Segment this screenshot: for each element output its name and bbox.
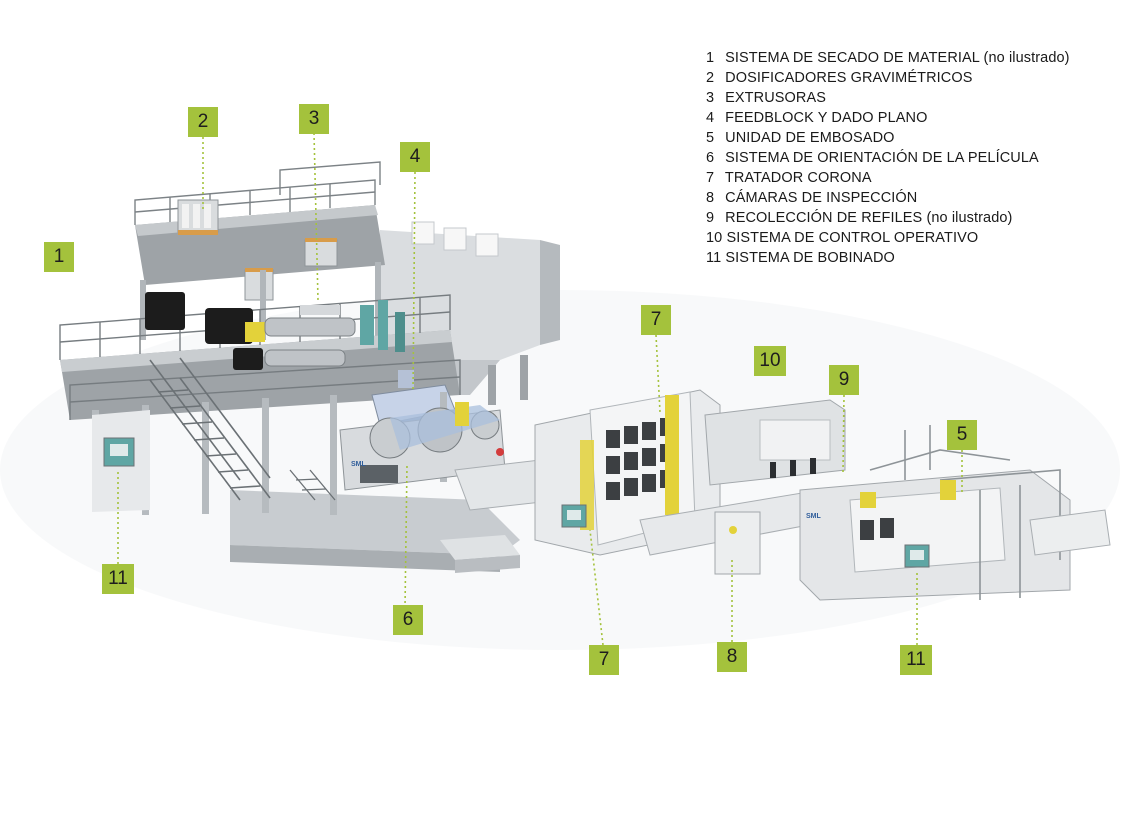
legend-number: 7 xyxy=(706,170,715,186)
legend-item: 10 SISTEMA DE CONTROL OPERATIVO xyxy=(706,228,1070,248)
legend-item: 11 SISTEMA DE BOBINADO xyxy=(706,248,1070,268)
callout-11-left: 11 xyxy=(102,564,134,594)
callout-7-top: 7 xyxy=(641,305,671,335)
callout-7-bottom: 7 xyxy=(589,645,619,675)
chill-roll-unit xyxy=(339,402,506,491)
callout-8: 8 xyxy=(717,642,747,672)
legend-number: 6 xyxy=(706,150,715,166)
callout-2: 2 xyxy=(188,107,218,137)
legend-text: DOSIFICADORES GRAVIMÉTRICOS xyxy=(725,70,973,86)
left-control-cabinet xyxy=(103,437,135,467)
legend-text: SISTEMA DE BOBINADO xyxy=(725,250,895,266)
legend-item: 7 TRATADOR CORONA xyxy=(706,168,1070,188)
legend-item: 8 CÁMARAS DE INSPECCIÓN xyxy=(706,188,1070,208)
legend-text: SISTEMA DE CONTROL OPERATIVO xyxy=(726,230,979,246)
staircase xyxy=(149,357,271,501)
callout-4: 4 xyxy=(400,142,430,172)
legend-text: SISTEMA DE SECADO DE MATERIAL (no ilustr… xyxy=(725,50,1070,66)
legend-item: 9 RECOLECCIÓN DE REFILES (no ilustrado) xyxy=(706,208,1070,228)
winder-embossing xyxy=(799,425,1111,601)
legend-item: 1 SISTEMA DE SECADO DE MATERIAL (no ilus… xyxy=(706,48,1070,68)
extruders xyxy=(145,292,405,370)
callout-5: 5 xyxy=(947,420,977,450)
legend: 1 SISTEMA DE SECADO DE MATERIAL (no ilus… xyxy=(706,48,1070,268)
legend-number: 5 xyxy=(706,130,715,146)
legend-text: SISTEMA DE ORIENTACIÓN DE LA PELÍCULA xyxy=(725,150,1039,166)
brand-plate-left: SML xyxy=(351,461,366,468)
legend-item: 2 DOSIFICADORES GRAVIMÉTRICOS xyxy=(706,68,1070,88)
legend-text: TRATADOR CORONA xyxy=(724,170,872,186)
legend-number: 1 xyxy=(706,50,715,66)
extrusion-plant xyxy=(59,161,561,573)
gravimetric-dosers xyxy=(177,199,338,301)
legend-text: CÁMARAS DE INSPECCIÓN xyxy=(725,190,918,206)
legend-item: 3 EXTRUSORAS xyxy=(706,88,1070,108)
callout-10: 10 xyxy=(754,346,786,376)
legend-number: 11 xyxy=(706,250,722,266)
legend-text: EXTRUSORAS xyxy=(725,90,827,106)
legend-text: UNIDAD DE EMBOSADO xyxy=(725,130,895,146)
legend-text: FEEDBLOCK Y DADO PLANO xyxy=(725,110,928,126)
legend-number: 9 xyxy=(706,210,715,226)
callout-11-right: 11 xyxy=(900,645,932,675)
callout-6: 6 xyxy=(393,605,423,635)
legend-number: 8 xyxy=(706,190,715,206)
legend-number: 3 xyxy=(706,90,715,106)
legend-number: 2 xyxy=(706,70,715,86)
legend-item: 6 SISTEMA DE ORIENTACIÓN DE LA PELÍCULA xyxy=(706,148,1070,168)
legend-item: 5 UNIDAD DE EMBOSADO xyxy=(706,128,1070,148)
legend-item: 4 FEEDBLOCK Y DADO PLANO xyxy=(706,108,1070,128)
brand-plate-right: SML xyxy=(806,513,821,520)
corona-treater xyxy=(534,389,721,556)
callout-1: 1 xyxy=(44,242,74,272)
legend-number: 4 xyxy=(706,110,715,126)
legend-number: 10 xyxy=(706,230,723,246)
callout-9: 9 xyxy=(829,365,859,395)
inspection-and-control xyxy=(639,399,846,575)
leader-lines xyxy=(117,132,963,646)
legend-text: RECOLECCIÓN DE REFILES (no ilustrado) xyxy=(725,210,1013,226)
callout-3: 3 xyxy=(299,104,329,134)
